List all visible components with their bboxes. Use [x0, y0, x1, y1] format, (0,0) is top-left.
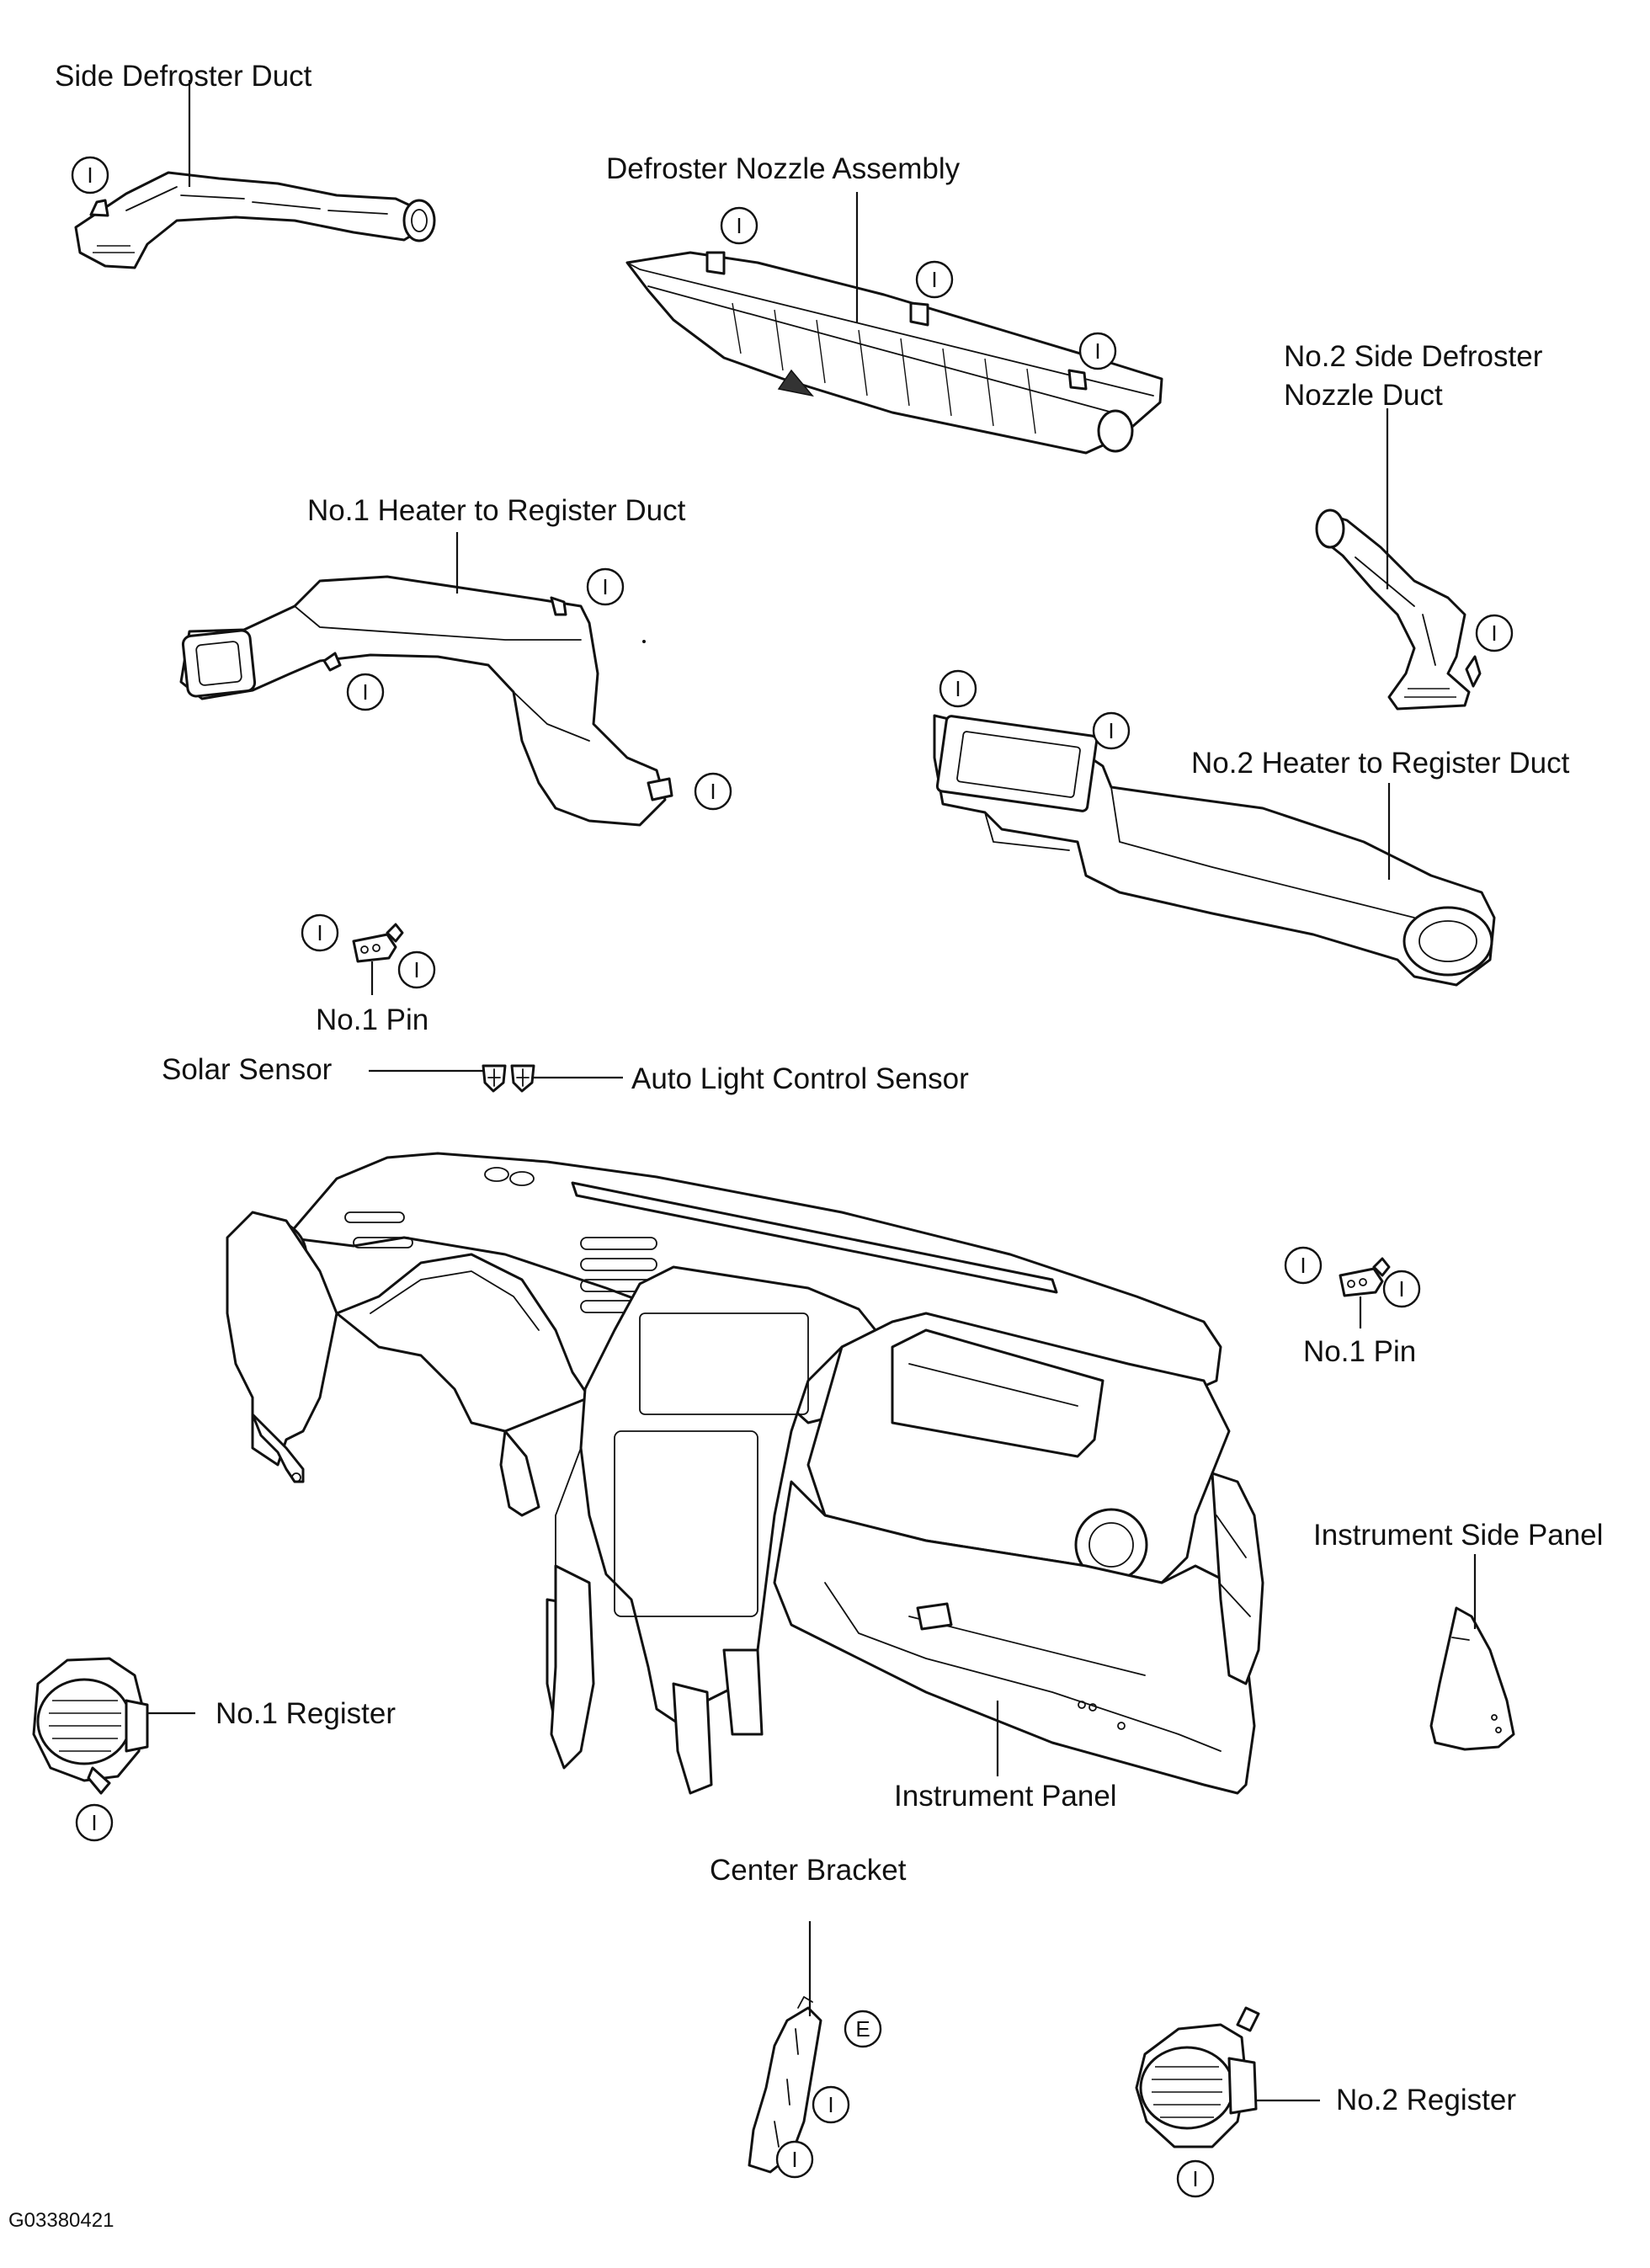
- label-no1-register: No.1 Register: [216, 1697, 396, 1730]
- symbol-i: I: [397, 950, 436, 989]
- symbol-i: I: [1078, 332, 1117, 370]
- no2-side-defroster-nozzle-duct: [1315, 508, 1482, 711]
- symbol-i: I: [775, 2140, 814, 2179]
- auto-light-control-sensor: [510, 1064, 535, 1093]
- svg-text:I: I: [1192, 2166, 1198, 2191]
- svg-text:I: I: [710, 779, 716, 804]
- svg-text:I: I: [1108, 718, 1114, 743]
- label-side-defroster-duct: Side Defroster Duct: [55, 60, 312, 93]
- no2-heater-to-register-duct: [933, 714, 1496, 987]
- solar-sensor: [482, 1064, 507, 1093]
- symbol-i: I: [346, 673, 385, 711]
- label-no1-pin-upper: No.1 Pin: [316, 1004, 428, 1036]
- svg-text:I: I: [91, 1810, 97, 1835]
- label-solar-sensor: Solar Sensor: [162, 1053, 333, 1086]
- instrument-side-panel: [1429, 1606, 1515, 1751]
- svg-text:I: I: [955, 676, 961, 701]
- label-no2-register: No.2 Register: [1336, 2084, 1516, 2116]
- symbol-i: I: [1284, 1246, 1323, 1285]
- symbol-i: I: [1092, 711, 1131, 750]
- symbol-i: I: [71, 156, 109, 194]
- label-no1-pin-right: No.1 Pin: [1303, 1335, 1416, 1368]
- symbol-i: I: [812, 2085, 850, 2124]
- svg-text:I: I: [1398, 1276, 1404, 1302]
- symbol-i: I: [694, 772, 732, 811]
- svg-text:I: I: [413, 957, 419, 982]
- no2-register: [1135, 2006, 1260, 2148]
- label-no2-heater-to-register-duct: No.2 Heater to Register Duct: [1191, 747, 1570, 780]
- symbol-i: I: [586, 567, 625, 606]
- no1-heater-to-register-duct: [179, 575, 673, 827]
- svg-text:I: I: [87, 162, 93, 188]
- symbol-i: I: [75, 1803, 114, 1842]
- label-defroster-nozzle-assembly: Defroster Nozzle Assembly: [606, 152, 961, 185]
- symbol-i: I: [720, 206, 758, 245]
- svg-text:I: I: [1491, 620, 1497, 646]
- label-center-bracket: Center Bracket: [710, 1854, 907, 1887]
- svg-text:I: I: [828, 2092, 833, 2117]
- svg-text:E: E: [855, 2016, 870, 2042]
- no1-pin-right: [1339, 1257, 1391, 1297]
- instrument-panel: [226, 1152, 1264, 1795]
- svg-text:I: I: [317, 920, 322, 945]
- svg-text:I: I: [1094, 338, 1100, 364]
- label-instrument-panel: Instrument Panel: [894, 1780, 1117, 1813]
- svg-text:I: I: [1300, 1253, 1306, 1278]
- label-auto-light-control-sensor: Auto Light Control Sensor: [631, 1062, 969, 1095]
- symbol-i: I: [1475, 614, 1514, 652]
- label-no1-heater-to-register-duct: No.1 Heater to Register Duct: [307, 494, 686, 527]
- side-defroster-duct: [74, 171, 436, 269]
- label-instrument-side-panel: Instrument Side Panel: [1313, 1519, 1603, 1552]
- svg-text:I: I: [791, 2147, 797, 2172]
- svg-text:I: I: [362, 679, 368, 705]
- svg-text:I: I: [931, 267, 937, 292]
- label-no2-side-defroster-line1: No.2 Side Defroster: [1284, 340, 1543, 373]
- symbol-i: I: [915, 260, 954, 299]
- symbol-i: I: [301, 913, 339, 952]
- no1-register: [32, 1657, 149, 1795]
- svg-text:I: I: [736, 213, 742, 238]
- no1-pin-upper: [352, 923, 404, 963]
- figure-id: G03380421: [8, 2209, 114, 2232]
- symbol-i: I: [1382, 1270, 1421, 1308]
- defroster-nozzle-assembly: [625, 251, 1163, 455]
- symbol-i: I: [939, 669, 977, 708]
- svg-text:I: I: [602, 574, 608, 599]
- symbol-i: I: [1176, 2159, 1215, 2198]
- label-no2-side-defroster-line2: Nozzle Duct: [1284, 379, 1443, 412]
- symbol-e: E: [844, 2010, 882, 2048]
